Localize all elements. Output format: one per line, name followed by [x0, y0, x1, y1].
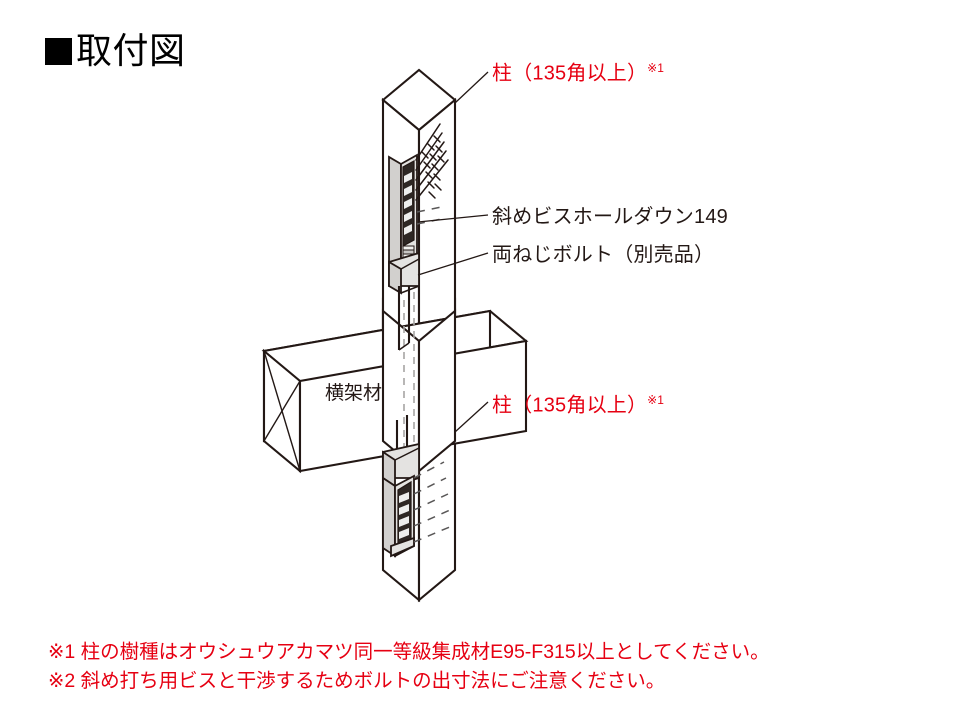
page-title-text: 取付図 — [76, 30, 186, 71]
title-marker-icon — [45, 37, 72, 65]
callout-bolt-text: 両ねじボルト（別売品） — [492, 244, 715, 266]
callout-post-bottom: 柱（135角以上）※1 — [492, 394, 664, 416]
hold-down-bracket-lower — [382, 415, 420, 558]
footnote-2: ※2 斜め打ち用ビスと干渉するためボルトの出寸法にご注意ください。 — [48, 670, 666, 692]
callout-bolt: 両ねじボルト（別売品） — [492, 245, 714, 265]
callout-post-top-sup: ※1 — [647, 61, 664, 75]
beam-label: 横架材 — [325, 383, 383, 404]
callout-post-top: 柱（135角以上）※1 — [492, 62, 664, 84]
callout-post-bottom-sup: ※1 — [647, 393, 664, 407]
diagonal-screws-upper — [415, 123, 449, 225]
double-threaded-bolt — [397, 286, 411, 351]
footnotes: ※1 柱の樹種はオウシュウアカマツ同一等級集成材E95-F315以上としてくださ… — [48, 638, 770, 696]
diagonal-screws-lower — [413, 461, 453, 543]
hold-down-bracket-upper — [388, 153, 420, 295]
footnote-1: ※1 柱の樹種はオウシュウアカマツ同一等級集成材E95-F315以上としてくださ… — [48, 641, 770, 663]
callout-post-top-text: 柱（135角以上） — [492, 62, 648, 85]
leader-lines — [417, 71, 489, 433]
callout-hardware: 斜めビスホールダウン149 — [492, 207, 728, 227]
callout-post-bottom-text: 柱（135角以上） — [492, 394, 648, 417]
page-title: 取付図 — [45, 33, 186, 69]
callout-hardware-text: 斜めビスホールダウン149 — [492, 206, 728, 228]
